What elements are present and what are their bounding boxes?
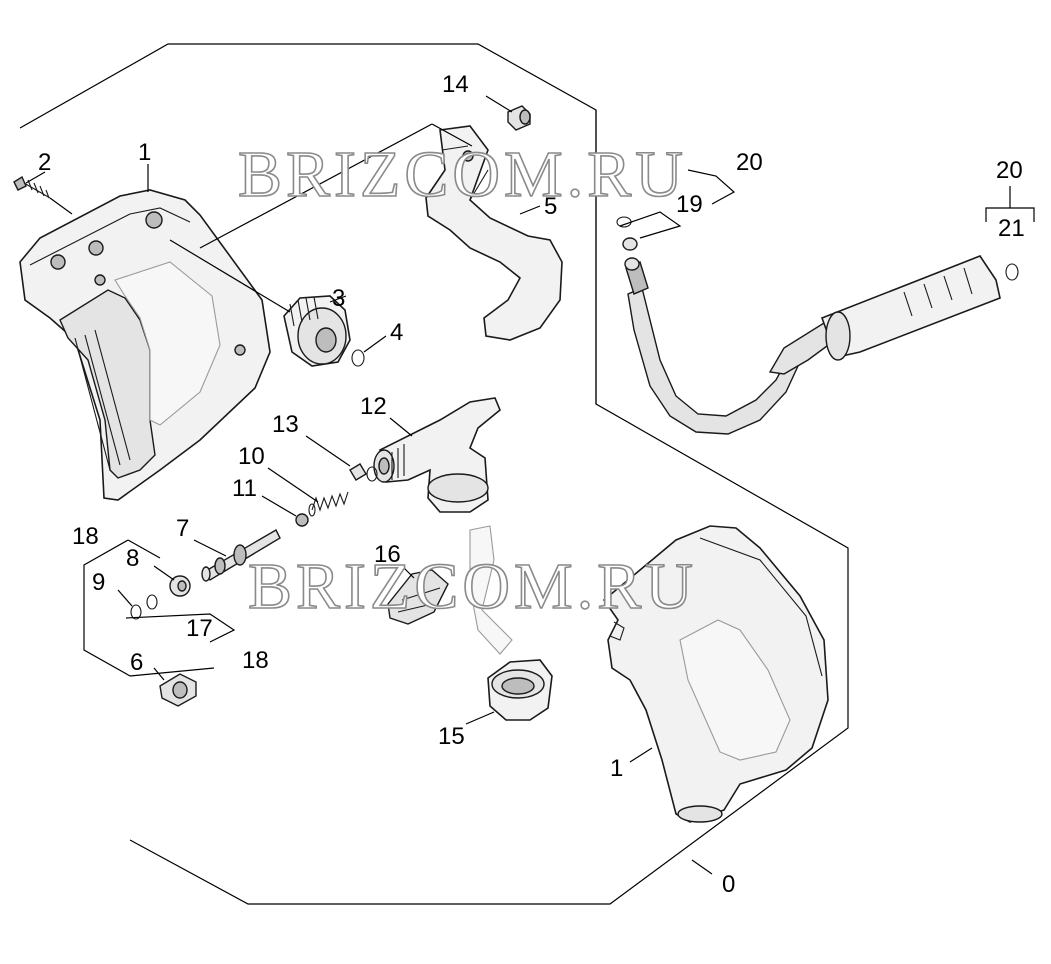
o-ring-11 (295, 513, 309, 527)
pin-14 (507, 105, 531, 131)
bracket-20b (985, 186, 1035, 222)
o-ring-21 (1005, 263, 1019, 281)
label-part-13: 13 (272, 411, 299, 438)
sleeve-15 (487, 659, 553, 721)
label-part-20-right: 20 (996, 157, 1023, 184)
bracket-20a (687, 169, 736, 205)
label-part-10: 10 (238, 443, 265, 470)
screw (13, 175, 51, 199)
bracket-19 (619, 211, 682, 239)
bracket-17 (125, 613, 236, 643)
lance-hose (624, 255, 1001, 435)
watermark-middle: BRIZCOM.RU (248, 550, 697, 623)
spring-10 (308, 491, 349, 517)
o-ring-13 (366, 466, 378, 482)
label-part-12: 12 (360, 393, 387, 420)
label-part-15: 15 (438, 723, 465, 750)
nozzle-insert (387, 569, 449, 625)
label-part-21: 21 (998, 215, 1025, 242)
group-bracket-18 (83, 539, 131, 677)
label-part-9: 9 (92, 569, 105, 596)
assembly-boundary (19, 43, 849, 905)
label-part-8: 8 (126, 545, 139, 572)
label-part-20-left: 20 (736, 149, 763, 176)
label-part-18-top: 18 (72, 523, 99, 550)
label-part-1-left: 1 (138, 139, 151, 166)
valve-body (373, 397, 501, 513)
leader-18b (127, 539, 215, 677)
ghost-nipple (469, 525, 513, 655)
label-part-1-right: 1 (610, 755, 623, 782)
handle-half-left (19, 189, 271, 501)
watermark-top: BRIZCOM.RU (238, 138, 687, 211)
o-ring-19a (616, 216, 632, 228)
label-part-16: 16 (374, 541, 401, 568)
o-ring-9b (146, 594, 158, 610)
washer-13 (349, 463, 367, 481)
label-part-0: 0 (722, 871, 735, 898)
label-part-17: 17 (186, 615, 213, 642)
gear-wheel (283, 295, 351, 367)
label-part-5: 5 (544, 193, 557, 220)
label-part-14: 14 (442, 71, 469, 98)
o-ring-9a (130, 604, 142, 620)
handle-assembled-right (602, 525, 829, 823)
label-part-11: 11 (232, 475, 257, 502)
valve-stem (201, 529, 281, 582)
leader-lines (25, 95, 713, 875)
label-part-18-bottom: 18 (242, 647, 269, 674)
label-part-2: 2 (38, 149, 51, 176)
label-part-6: 6 (130, 649, 143, 676)
label-part-7: 7 (176, 515, 189, 542)
part-labels: 1 2 3 4 5 6 7 8 9 10 11 12 13 14 15 16 1… (38, 71, 1025, 898)
bushing-8 (169, 575, 191, 597)
label-part-19: 19 (676, 191, 703, 218)
o-ring-19b (622, 237, 638, 251)
label-part-3: 3 (332, 285, 345, 312)
label-part-4: 4 (390, 319, 403, 346)
trigger-lever (425, 125, 563, 341)
o-ring-4 (351, 349, 365, 367)
nut-6 (159, 673, 197, 707)
